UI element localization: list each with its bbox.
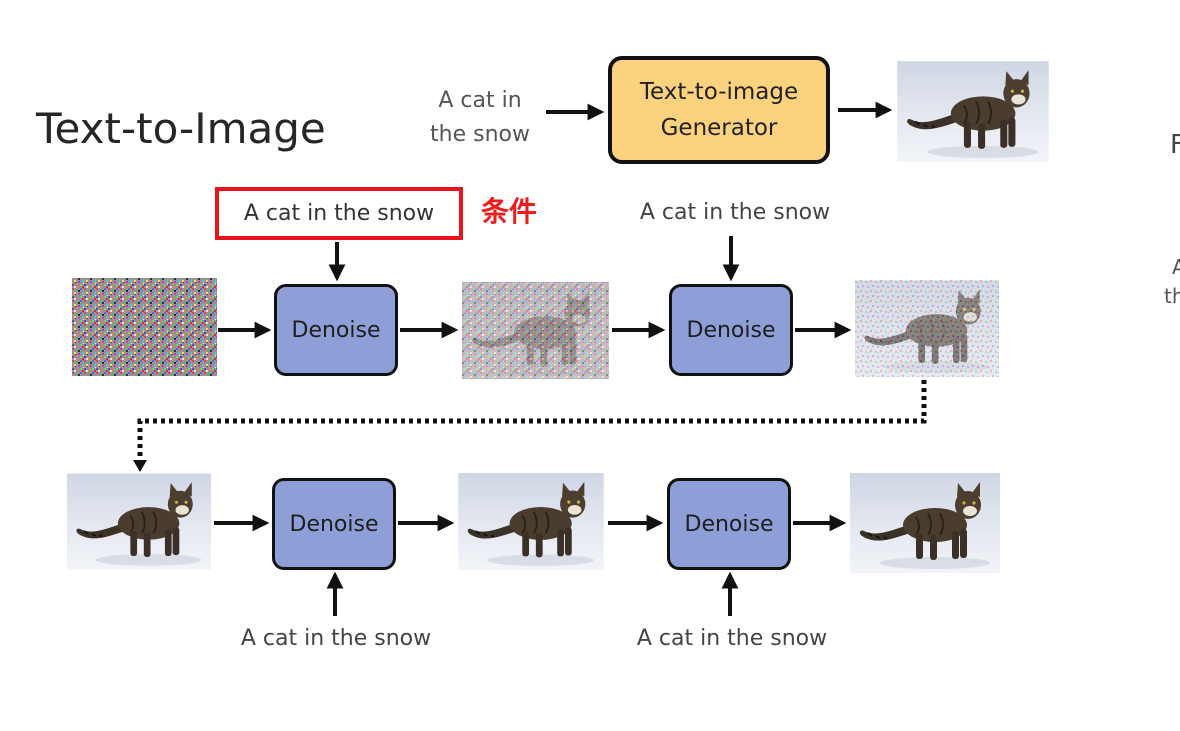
overview-input-line1: A cat in xyxy=(438,88,522,113)
overview-input-line2: the snow xyxy=(430,122,530,147)
denoise-box-3: Denoise xyxy=(272,478,396,570)
denoise-label: Denoise xyxy=(684,511,774,537)
condition-label: 条件 xyxy=(481,195,538,228)
clipped-edge-letter: th xyxy=(1164,284,1180,308)
overview-input-text: A cat in the snow xyxy=(424,84,536,152)
prompt-text-bottom-right: A cat in the snow xyxy=(636,626,828,651)
clipped-edge-letter: A xyxy=(1172,255,1180,279)
generator-label-line2: Generator xyxy=(660,115,778,141)
denoise-box-1: Denoise xyxy=(274,284,398,376)
denoise-box-2: Denoise xyxy=(669,284,793,376)
prompt-text-bottom-left: A cat in the snow xyxy=(240,626,432,651)
condition-prompt-text: A cat in the snow xyxy=(243,201,435,226)
text-to-image-generator-box: Text-to-image Generator xyxy=(608,56,830,164)
condition-highlight-box: A cat in the snow xyxy=(215,187,463,240)
denoise-label: Denoise xyxy=(686,317,776,343)
generator-label-line1: Text-to-image xyxy=(639,79,799,105)
noisy-cat-image-1 xyxy=(462,282,609,379)
denoise-label: Denoise xyxy=(291,317,381,343)
clipped-edge-letter: F xyxy=(1170,130,1180,160)
prompt-text-top-right: A cat in the snow xyxy=(639,200,831,225)
slide-title: Text-to-Image xyxy=(36,104,326,153)
noisy-cat-image-2 xyxy=(855,280,999,377)
denoise-label: Denoise xyxy=(289,511,379,537)
denoise-box-4: Denoise xyxy=(667,478,791,570)
noise-image xyxy=(72,278,217,376)
